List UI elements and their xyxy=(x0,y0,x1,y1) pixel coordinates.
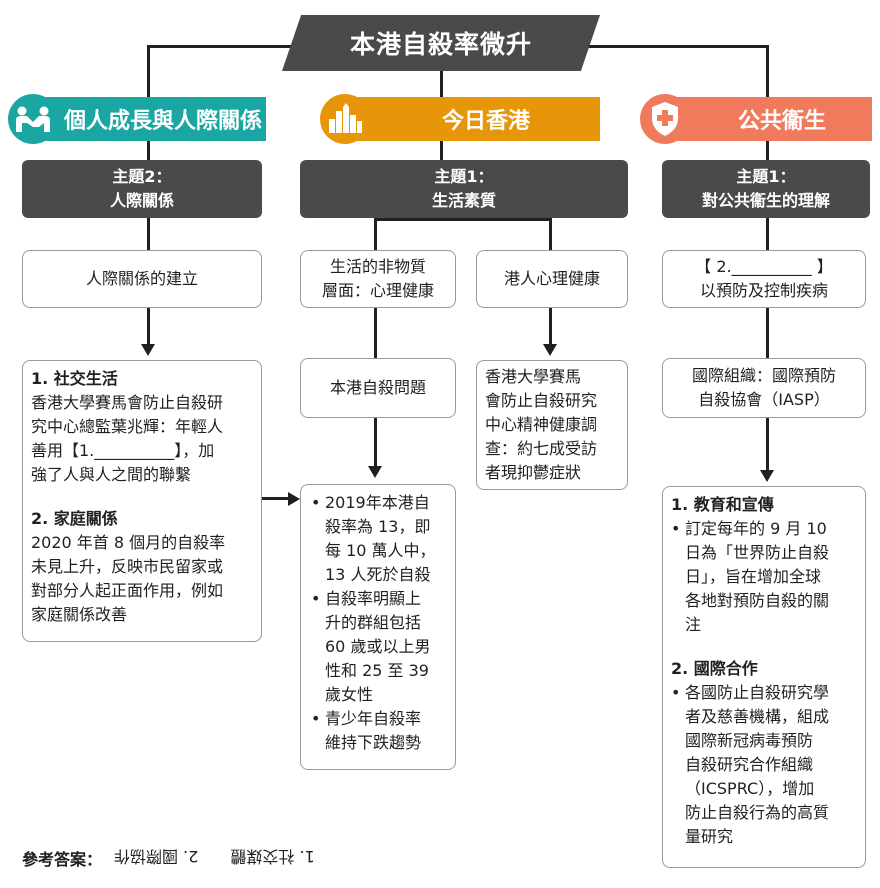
topic-box: 主題2：人際關係 xyxy=(22,160,262,218)
arrow-down-icon xyxy=(368,466,382,478)
diagram-title: 本港自殺率微升 xyxy=(282,15,600,71)
category-label: 公共衞生 xyxy=(737,109,826,134)
category-public-health: 公共衞生 xyxy=(640,94,872,144)
category-label: 今日香港 xyxy=(441,109,530,134)
list-item: • 各國防止自殺研究學者及慈善機構，組成國際新冠病毒預防自殺研究合作組織（ICS… xyxy=(671,683,830,846)
subtopic-box: 港人心理健康 xyxy=(476,250,628,308)
answers-text: 1. 社交媒體 2. 國際協作 xyxy=(114,847,315,866)
list-item: •青少年自殺率維持下跌趨勢 xyxy=(311,709,422,752)
city-skyline-icon xyxy=(320,94,370,144)
arrow-down-icon xyxy=(543,344,557,356)
title-text: 本港自殺率微升 xyxy=(349,30,532,59)
organization-box: 國際組織：國際預防自殺協會（IASP） xyxy=(662,358,866,418)
subtopic-box: 生活的非物質層面：心理健康 xyxy=(300,250,456,308)
category-hong-kong-today: 今日香港 xyxy=(320,94,600,144)
category-label: 個人成長與人際關係 xyxy=(64,109,263,134)
answers-label: 參考答案： xyxy=(22,850,103,869)
section-title: 2. 家庭關係 xyxy=(31,509,118,528)
connector-left xyxy=(147,45,150,97)
problem-box: 本港自殺問題 xyxy=(300,358,456,418)
statistics-box: •2019年本港自殺率為 13，即每 10 萬人中，13 人死於自殺 •自殺率明… xyxy=(300,484,456,770)
arrow-down-icon xyxy=(141,344,155,356)
medical-shield-icon xyxy=(640,94,690,144)
reference-answers: 參考答案： 1. 社交媒體 2. 國際協作 xyxy=(22,846,315,870)
survey-box: 香港大學賽馬 會防止自殺研究 中心精神健康調 查：約七成受訪 者現抑鬱症狀 xyxy=(476,360,628,490)
arrow-right-icon xyxy=(288,492,300,506)
people-icon xyxy=(8,94,58,144)
section-title: 2. 國際合作 xyxy=(671,659,758,678)
section-title: 1. 社交生活 xyxy=(31,369,118,388)
content-box: 1. 社交生活 香港大學賽馬會防止自殺研 究中心總監葉兆輝：年輕人 善用【1._… xyxy=(22,360,262,642)
topic-box: 主題1：生活素質 xyxy=(300,160,628,218)
list-item: •2019年本港自殺率為 13，即每 10 萬人中，13 人死於自殺 xyxy=(311,493,436,584)
connector-right xyxy=(766,45,769,97)
subtopic-box: 【 2.__________ 】以預防及控制疾病 xyxy=(662,250,866,308)
arrow-down-icon xyxy=(760,470,774,482)
section-title: 1. 教育和宣傳 xyxy=(671,495,774,514)
category-personal-growth: 個人成長與人際關係 xyxy=(8,94,266,144)
topic-box: 主題1：對公共衞生的理解 xyxy=(662,160,870,218)
connector-middle xyxy=(440,71,443,97)
subtopic-box: 人際關係的建立 xyxy=(22,250,262,308)
